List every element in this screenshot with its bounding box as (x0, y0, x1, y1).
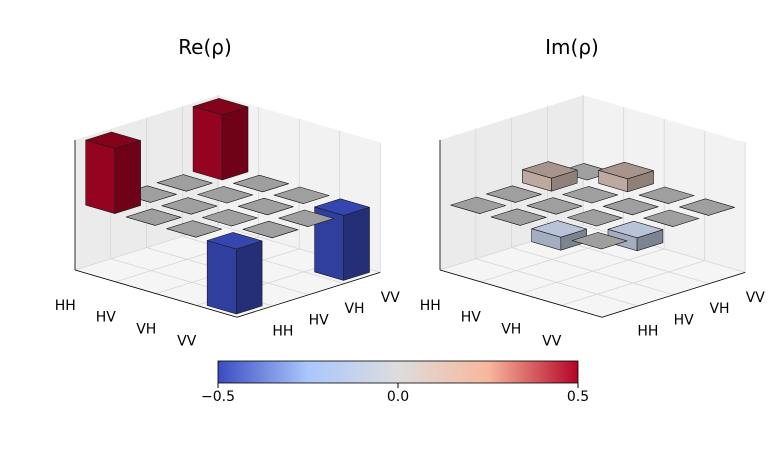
bar-top-face (192, 98, 249, 116)
bar (206, 232, 263, 315)
colorbar-tick-label: −0.5 (201, 389, 235, 405)
bar-side-face (114, 140, 141, 214)
bar-top-face (161, 197, 218, 215)
bar (521, 161, 578, 192)
bar (643, 209, 700, 227)
bar-top-face (450, 196, 506, 214)
row-tick-label: HH (55, 298, 76, 314)
bar-top-face (638, 186, 695, 204)
grid-line (561, 260, 705, 306)
grid-line (511, 247, 674, 296)
bar (571, 232, 628, 250)
bar-front-face (206, 240, 237, 315)
bar (166, 220, 222, 238)
colorbar-tick-label: 0.0 (387, 389, 409, 405)
bar-top-face (233, 174, 289, 193)
colorbar-gradient (217, 360, 579, 384)
bar (314, 198, 370, 281)
bar-top-face (679, 198, 735, 216)
bar-top-face (521, 161, 578, 179)
bar-top-face (643, 209, 700, 227)
bar (602, 197, 659, 216)
bar-side-face (221, 106, 249, 181)
bar (192, 98, 249, 181)
bar (161, 197, 218, 215)
bar-side-face (236, 240, 263, 315)
y-axis-line (601, 272, 746, 318)
col-tick-label: HV (674, 312, 695, 328)
row-tick-label: HH (420, 298, 441, 314)
col-tick-label: HV (309, 312, 330, 328)
bar-top-face (314, 198, 370, 216)
col-tick-label: VV (746, 290, 766, 306)
col-tick-label: HH (272, 324, 293, 340)
row-tick-label: HV (96, 310, 117, 326)
bar (197, 186, 253, 204)
bar (233, 174, 289, 193)
bar (598, 161, 654, 193)
bar (526, 197, 583, 215)
bar-top-face (197, 186, 253, 204)
y-axis-line (236, 272, 381, 318)
bar-top-face (242, 220, 299, 239)
row-tick-label: HV (461, 310, 482, 326)
col-tick-label: VV (381, 290, 401, 306)
bar (202, 209, 258, 227)
bar-top-face (562, 186, 619, 204)
imag-chart-title: Im(ρ) (545, 35, 599, 59)
bar-top-face (486, 185, 542, 203)
bar-front-face (85, 139, 116, 214)
bar (238, 197, 294, 216)
colorbar: −0.5 0.0 0.5 (201, 360, 589, 405)
bar-top-face (490, 208, 547, 226)
bar-top-face (607, 220, 664, 239)
col-tick-label: VH (344, 301, 364, 317)
bar-top-face (202, 209, 258, 227)
bar-front-face (192, 106, 223, 181)
x-axis-line (74, 269, 238, 318)
bar (85, 131, 141, 214)
bar (273, 186, 330, 204)
bar (531, 220, 587, 251)
bar (486, 185, 542, 203)
col-tick-label: HH (637, 324, 658, 340)
bar (278, 209, 335, 227)
bar-top-face (125, 208, 182, 226)
bar-top-face (567, 209, 623, 227)
bar-top-face (166, 220, 222, 238)
col-tick-label: VH (709, 301, 729, 317)
bar-top-face (526, 197, 583, 215)
bar (125, 208, 182, 226)
bar (157, 174, 213, 192)
bar (242, 220, 299, 239)
bar-top-face (238, 197, 294, 216)
bar (567, 209, 623, 227)
row-tick-label: VH (136, 322, 156, 338)
bar (638, 186, 695, 204)
bar-top-face (206, 232, 263, 250)
bar-top-face (571, 232, 628, 250)
bar-top-face (273, 186, 330, 204)
bar (490, 208, 547, 226)
bar (450, 196, 506, 214)
bar-top-face (598, 161, 654, 180)
bar (562, 186, 619, 204)
imaginary-part-chart: Im(ρ) HH HV VH VV HH HV VH VV (420, 35, 766, 349)
row-tick-label: VV (542, 333, 562, 349)
bar-top-face (602, 197, 659, 216)
bar-top-face (85, 131, 141, 149)
row-tick-label: VH (501, 322, 521, 338)
x-axis-line (439, 269, 603, 318)
bar-side-face (343, 207, 370, 281)
real-chart-title: Re(ρ) (178, 35, 232, 59)
real-part-chart: Re(ρ) HH HV VH VV HH HV VH VV (55, 35, 401, 349)
colorbar-tick-label: 0.5 (567, 389, 589, 405)
bar-top-face (531, 220, 587, 238)
row-tick-label: VV (177, 333, 197, 349)
bar (679, 198, 735, 216)
bar-top-face (157, 174, 213, 192)
bar-top-face (278, 209, 335, 227)
